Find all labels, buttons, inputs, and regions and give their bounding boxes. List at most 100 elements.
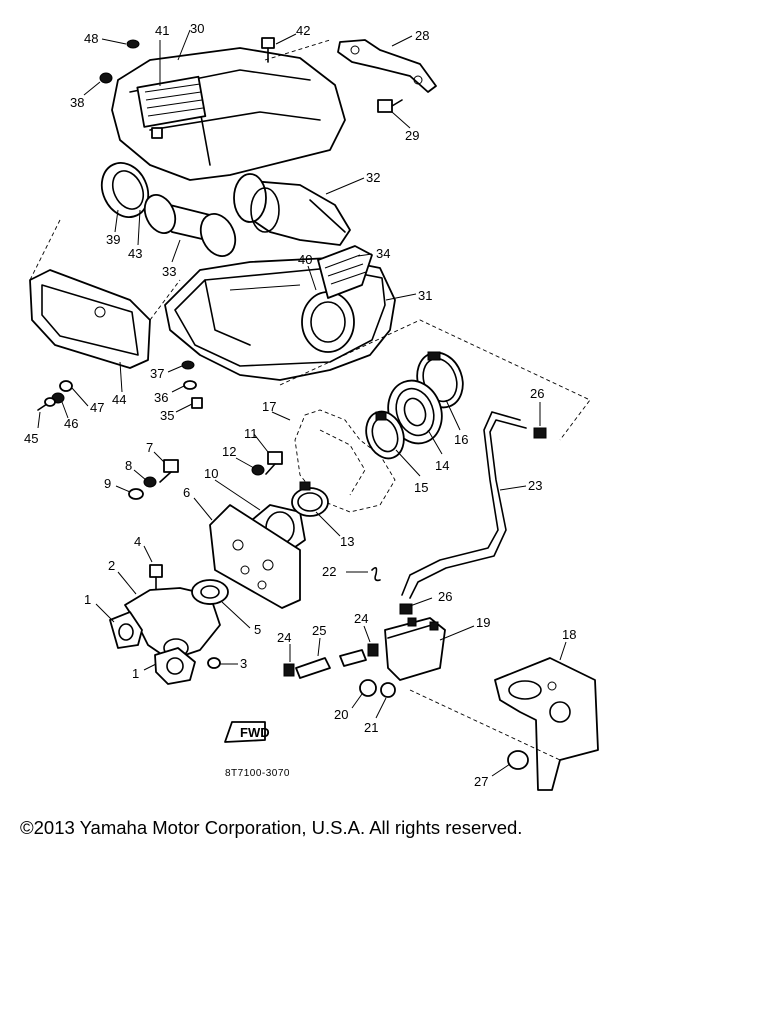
callout-34: 34 <box>376 246 390 261</box>
callout-18: 18 <box>562 627 576 642</box>
callout-26-top: 26 <box>530 386 544 401</box>
collar-47 <box>59 380 73 392</box>
callout-41: 41 <box>155 23 169 38</box>
callout-2: 2 <box>108 558 115 573</box>
callout-4: 4 <box>134 534 141 549</box>
callout-5: 5 <box>254 622 261 637</box>
callout-3: 3 <box>240 656 247 671</box>
joint-39 <box>100 162 150 218</box>
callout-24-right: 24 <box>354 611 368 626</box>
drawing-code: 8T7100-3070 <box>225 768 290 779</box>
callout-29: 29 <box>405 128 419 143</box>
callout-1-top: 1 <box>84 592 91 607</box>
nut-38 <box>99 72 113 84</box>
exploded-parts-diagram: FWD 8T7100-3070 48 41 30 42 28 38 29 32 … <box>24 21 599 791</box>
nut-48 <box>126 39 140 49</box>
callout-1-bottom: 1 <box>132 666 139 681</box>
callout-31: 31 <box>418 288 432 303</box>
callout-19: 19 <box>476 615 490 630</box>
bracket-28 <box>337 39 437 93</box>
callout-17: 17 <box>262 399 276 414</box>
screw-45 <box>37 397 56 411</box>
callout-16: 16 <box>454 432 468 447</box>
callout-28: 28 <box>415 28 429 43</box>
clip-26-top <box>533 427 547 439</box>
callout-14: 14 <box>435 458 449 473</box>
nut-9 <box>128 488 144 500</box>
plate-6 <box>209 504 301 609</box>
bolt-7 <box>159 459 179 483</box>
joint-32 <box>233 173 351 246</box>
callout-11: 11 <box>244 426 258 441</box>
callout-27: 27 <box>474 774 488 789</box>
callout-46: 46 <box>64 416 78 431</box>
bolt-42 <box>261 37 275 63</box>
callout-35: 35 <box>160 408 174 423</box>
grommet-27 <box>507 750 529 770</box>
washer-8 <box>143 476 157 488</box>
collar-3 <box>207 657 221 669</box>
bolt-35 <box>191 397 203 409</box>
washer-36 <box>183 380 197 390</box>
callout-42: 42 <box>296 23 310 38</box>
engine-outline <box>279 319 591 513</box>
callout-48: 48 <box>84 31 98 46</box>
alignment-lines <box>29 39 561 761</box>
clamp-15 <box>365 410 405 460</box>
collar-21 <box>380 682 396 698</box>
callout-47: 47 <box>90 400 104 415</box>
callout-15: 15 <box>414 480 428 495</box>
callout-24-left: 24 <box>277 630 291 645</box>
callout-32: 32 <box>366 170 380 185</box>
callout-43: 43 <box>128 246 142 261</box>
callout-25: 25 <box>312 623 326 638</box>
air-box-cover <box>111 47 346 181</box>
callout-40: 40 <box>298 252 312 267</box>
callouts: 48 41 30 42 28 38 29 32 39 43 33 34 40 3… <box>24 21 576 789</box>
grommet-37 <box>181 360 195 370</box>
duct-33 <box>143 194 237 257</box>
callout-10: 10 <box>204 466 218 481</box>
insulator-1-bottom <box>154 647 196 685</box>
callout-30: 30 <box>190 21 204 36</box>
callout-36: 36 <box>154 390 168 405</box>
callout-26-bottom: 26 <box>438 589 452 604</box>
washer-12 <box>251 464 265 476</box>
callout-20: 20 <box>334 707 348 722</box>
element-34 <box>317 245 373 299</box>
callout-6: 6 <box>183 485 190 500</box>
callout-7: 7 <box>146 440 153 455</box>
bolt-29 <box>377 99 403 113</box>
copyright-notice: ©2013 Yamaha Motor Corporation, U.S.A. A… <box>20 817 523 838</box>
clamp-13 <box>291 481 329 517</box>
bolt-20 <box>359 679 377 697</box>
fwd-label: FWD <box>240 725 270 740</box>
clip-22 <box>371 566 381 582</box>
callout-21: 21 <box>364 720 378 735</box>
callout-44: 44 <box>112 392 126 407</box>
hose-23 <box>401 411 527 599</box>
gasket-5 <box>191 579 229 605</box>
canister-19 <box>384 617 446 681</box>
callout-12: 12 <box>222 444 236 459</box>
bracket-18 <box>494 657 599 791</box>
callout-22: 22 <box>322 564 336 579</box>
clip-26-bottom <box>399 603 413 615</box>
pipe-25 <box>295 649 367 679</box>
side-cover-44 <box>29 269 151 369</box>
bolt-11 <box>265 451 283 475</box>
callout-8: 8 <box>125 458 132 473</box>
cap-24-left <box>283 663 295 677</box>
callout-45: 45 <box>24 431 38 446</box>
insulator-1-top <box>109 611 143 649</box>
cap-24-right <box>367 643 379 657</box>
callout-23: 23 <box>528 478 542 493</box>
callout-38: 38 <box>70 95 84 110</box>
callout-9: 9 <box>104 476 111 491</box>
callout-37: 37 <box>150 366 164 381</box>
fwd-arrow-icon: FWD <box>224 721 270 743</box>
manifold-2 <box>124 583 225 661</box>
callout-33: 33 <box>162 264 176 279</box>
bolt-4 <box>149 564 163 591</box>
callout-39: 39 <box>106 232 120 247</box>
